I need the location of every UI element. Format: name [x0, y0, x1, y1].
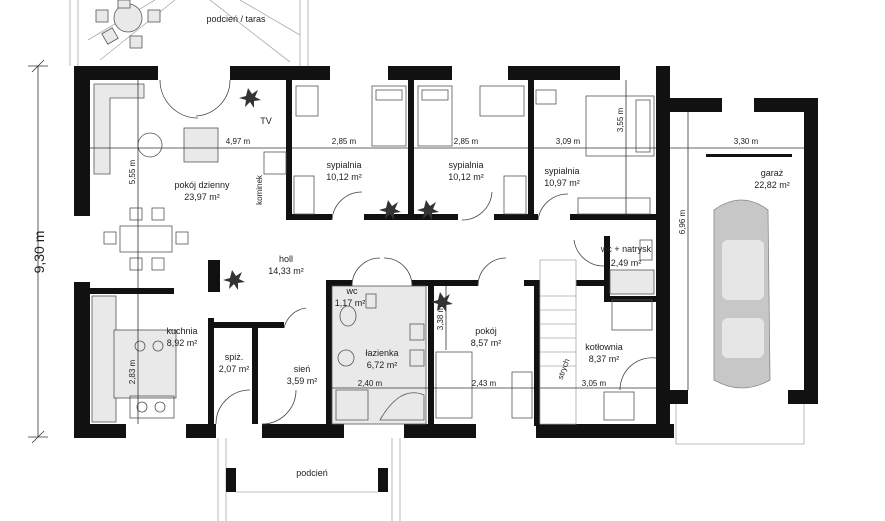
- wc-shower-area: 2,49 m²: [611, 258, 642, 268]
- living-room-width: 4,97 m: [226, 137, 251, 146]
- attic-stairs: [539, 259, 577, 425]
- room-width: 2,43 m: [472, 379, 497, 388]
- boiler-room-name: kotłownia: [585, 342, 623, 352]
- bedroom-3-width: 3,09 m: [556, 137, 581, 146]
- interior-dimension-lines: [90, 80, 804, 424]
- garden-furniture-icon: [95, 0, 161, 49]
- terrace-area: [69, 0, 309, 66]
- garage-name: garaż: [761, 168, 784, 178]
- porch-label: podcień: [296, 468, 328, 478]
- room-area: 8,57 m²: [471, 338, 502, 348]
- bedroom-1-width: 2,85 m: [332, 137, 357, 146]
- garage-depth: 6,96 m: [678, 209, 687, 234]
- garage-walls: [670, 98, 818, 445]
- wc-name: wc: [346, 286, 358, 296]
- room-name: pokój: [475, 326, 497, 336]
- plant-icon: [223, 88, 453, 312]
- hall-area: 14,33 m²: [268, 266, 304, 276]
- garage-width: 3,30 m: [734, 137, 759, 146]
- wc-shower-name: wc + natrysk: [600, 244, 652, 254]
- bathroom-name: łazienka: [365, 348, 398, 358]
- bedroom-2-area: 10,12 m²: [448, 172, 484, 182]
- porch-area: [217, 438, 401, 521]
- kitchen-name: kuchnia: [166, 326, 197, 336]
- boiler-room-width: 3,05 m: [582, 379, 607, 388]
- vestibule-area: 3,59 m²: [287, 376, 318, 386]
- living-room-height: 5,55 m: [128, 159, 137, 184]
- vestibule-name: sień: [294, 364, 311, 374]
- door-arcs: [159, 79, 657, 425]
- bedroom-1-area: 10,12 m²: [326, 172, 362, 182]
- living-room-furniture: [93, 83, 287, 288]
- terrace-label: podcień / taras: [206, 14, 266, 24]
- bedroom-furniture: [293, 85, 655, 215]
- bedroom-2-width: 2,85 m: [454, 137, 479, 146]
- bathroom-width: 2,40 m: [358, 379, 383, 388]
- garage-door-line: [706, 154, 792, 157]
- bedroom-3-height: 3,55 m: [616, 107, 625, 132]
- living-room-name: pokój dzienny: [174, 180, 230, 190]
- bathroom-area: 6,72 m²: [367, 360, 398, 370]
- stairs-label: strych: [556, 358, 572, 381]
- overall-dimension-label: 9,30 m: [31, 231, 47, 274]
- bedroom-3-name: sypialnia: [544, 166, 579, 176]
- pantry-area: 2,07 m²: [219, 364, 250, 374]
- bathroom-fixtures: [331, 239, 655, 425]
- room-height: 3,38 m: [436, 305, 445, 330]
- exterior-walls: [74, 66, 688, 438]
- fireplace-label: kominek: [255, 174, 264, 205]
- overall-dimension-line: [28, 59, 48, 444]
- hall-name: holl: [279, 254, 293, 264]
- boiler-room-area: 8,37 m²: [589, 354, 620, 364]
- living-room-area: 23,97 m²: [184, 192, 220, 202]
- car-icon: [713, 199, 771, 389]
- kitchen-area: 8,92 m²: [167, 338, 198, 348]
- bedroom-3-area: 10,97 m²: [544, 178, 580, 188]
- garage-area: 22,82 m²: [754, 180, 790, 190]
- tv-label: TV: [260, 116, 272, 126]
- pantry-name: spiż.: [225, 352, 244, 362]
- kitchen-furniture: [91, 295, 177, 423]
- kitchen-height: 2,83 m: [128, 359, 137, 384]
- bedroom-2-name: sypialnia: [448, 160, 483, 170]
- wc-area: 1,17 m²: [335, 298, 366, 308]
- bedroom-1-name: sypialnia: [326, 160, 361, 170]
